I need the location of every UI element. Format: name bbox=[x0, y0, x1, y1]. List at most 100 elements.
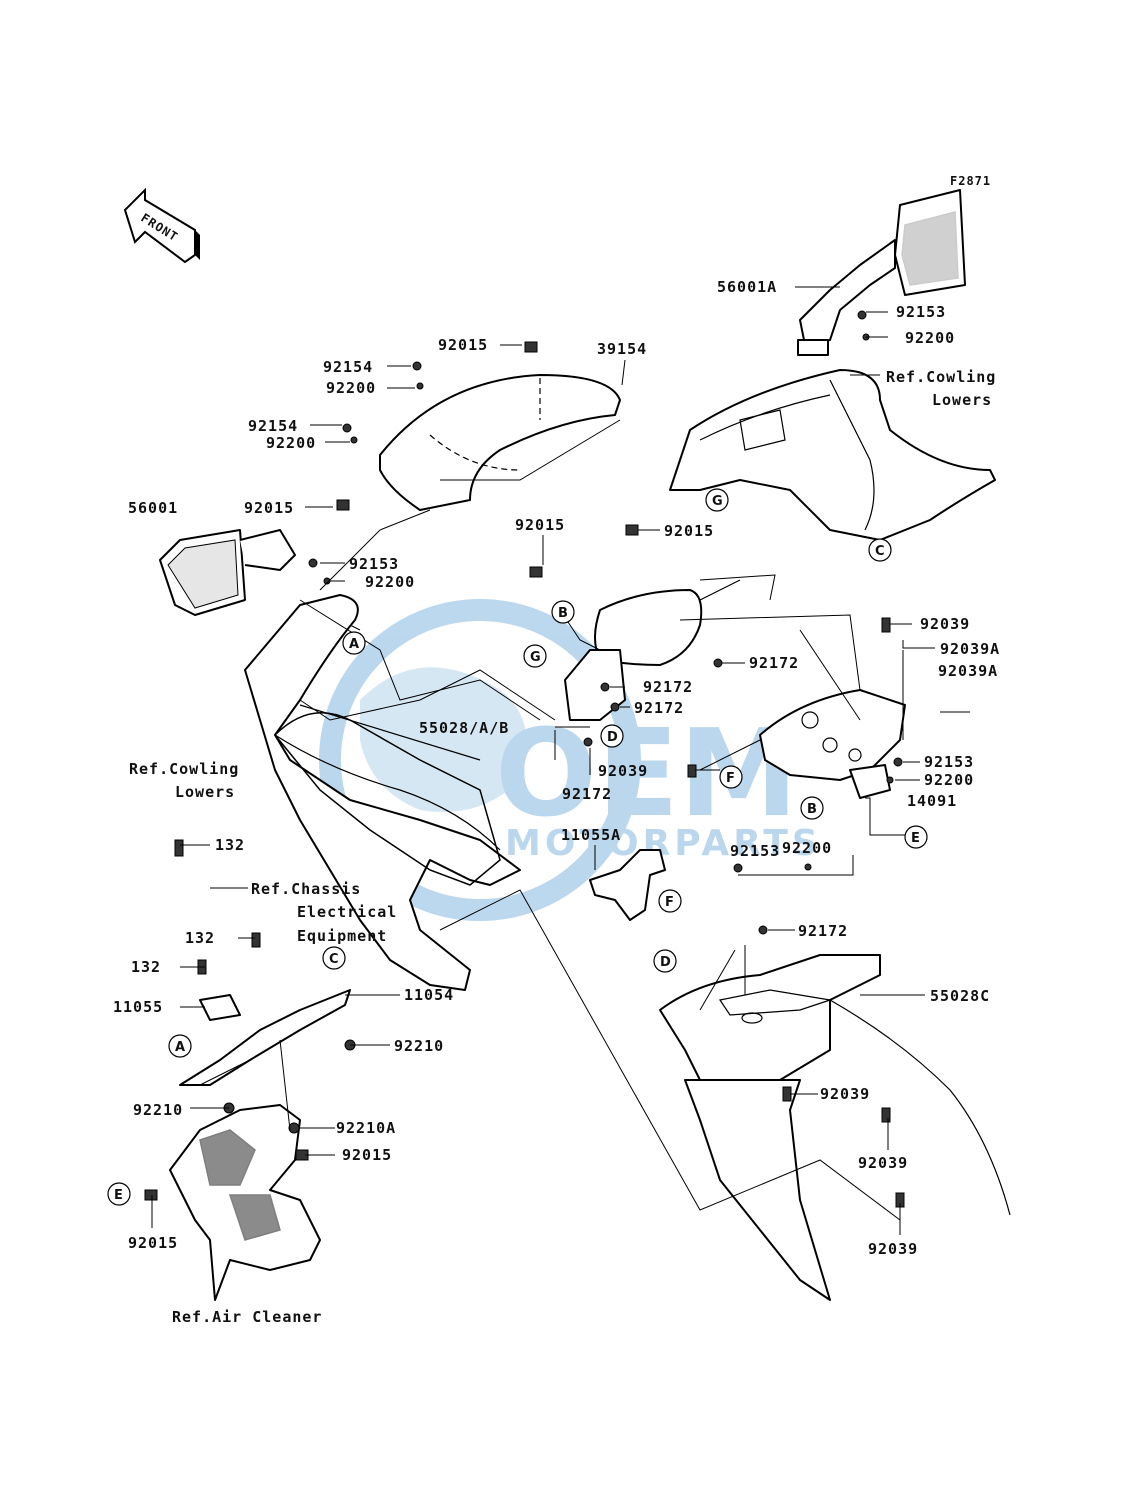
part-labels: 56001A 92153 92200 Ref.Cowling Lowers 39… bbox=[113, 278, 1000, 1326]
svg-text:C: C bbox=[329, 952, 339, 967]
inner-cowl-right bbox=[759, 689, 906, 799]
label-92154: 92154 bbox=[323, 358, 373, 376]
grommet-icon bbox=[144, 1189, 158, 1201]
callout-e-right: E bbox=[904, 825, 928, 849]
callout-a-lower: A bbox=[168, 1034, 192, 1058]
label-ref-chassis-1: Ref.Chassis bbox=[251, 880, 361, 898]
label-92210: 92210 bbox=[133, 1101, 183, 1119]
label-92172: 92172 bbox=[798, 922, 848, 940]
label-92153: 92153 bbox=[896, 303, 946, 321]
leader-lines bbox=[151, 286, 970, 1235]
screw-icon bbox=[758, 925, 768, 935]
label-ref-air-cleaner: Ref.Air Cleaner bbox=[172, 1308, 322, 1326]
label-92154: 92154 bbox=[248, 417, 298, 435]
label-55028c: 55028C bbox=[930, 987, 990, 1005]
grommet-icon bbox=[336, 499, 350, 511]
callout-a-mid: A bbox=[342, 631, 366, 655]
cowling-left-panel bbox=[244, 594, 521, 991]
label-92210: 92210 bbox=[394, 1037, 444, 1055]
label-55028-a-b: 55028/A/B bbox=[419, 719, 509, 737]
nut-icon bbox=[288, 1122, 300, 1134]
bolt-icon bbox=[308, 558, 318, 568]
bolt-icon bbox=[893, 757, 903, 767]
label-92200: 92200 bbox=[365, 573, 415, 591]
air-duct-11054 bbox=[179, 989, 351, 1086]
label-92039a: 92039A bbox=[940, 640, 1000, 658]
fastener-icon bbox=[881, 617, 891, 633]
bracket-11055a bbox=[589, 849, 666, 921]
label-ref-cowling-lowers-left-1: Ref.Cowling bbox=[129, 760, 239, 778]
callout-g-mid: G bbox=[523, 644, 547, 668]
label-132: 132 bbox=[215, 836, 245, 854]
callout-e-lower: E bbox=[107, 1182, 131, 1206]
fastener-icon bbox=[782, 1086, 792, 1102]
callout-f-lower: F bbox=[658, 889, 682, 913]
svg-text:B: B bbox=[558, 606, 568, 621]
fastener-icon bbox=[687, 764, 697, 778]
label-92015: 92015 bbox=[342, 1146, 392, 1164]
svg-text:A: A bbox=[349, 637, 359, 652]
label-11055: 11055 bbox=[113, 998, 163, 1016]
washer-icon bbox=[416, 382, 424, 390]
callouts: G C A B G D F B E F C D A E bbox=[107, 488, 928, 1206]
figure-code: F2871 bbox=[950, 174, 991, 188]
label-92200: 92200 bbox=[266, 434, 316, 452]
grommet-icon bbox=[524, 341, 538, 353]
label-92172: 92172 bbox=[749, 654, 799, 672]
washer-icon bbox=[804, 863, 812, 871]
label-92015: 92015 bbox=[515, 516, 565, 534]
air-cleaner-housing bbox=[169, 1104, 321, 1301]
callout-b-mid: B bbox=[551, 600, 575, 624]
fastener-icon bbox=[881, 1107, 891, 1123]
callout-g-top: G bbox=[705, 488, 729, 512]
watermark-globe bbox=[360, 667, 527, 812]
label-ref-chassis-3: Equipment bbox=[297, 927, 387, 945]
inner-cowl-55028c bbox=[659, 954, 1011, 1301]
windshield-39154 bbox=[379, 374, 621, 511]
label-ref-cowling-lowers-top-2: Lowers bbox=[932, 391, 992, 409]
screw-icon bbox=[583, 737, 593, 747]
label-92200: 92200 bbox=[782, 839, 832, 857]
label-92015: 92015 bbox=[438, 336, 488, 354]
front-arrow-icon: FRONT bbox=[123, 187, 200, 264]
label-92153: 92153 bbox=[924, 753, 974, 771]
bolt-icon bbox=[412, 361, 422, 371]
label-92153: 92153 bbox=[349, 555, 399, 573]
screw-icon bbox=[174, 839, 184, 857]
callout-b-right: B bbox=[800, 796, 824, 820]
screw-icon bbox=[251, 932, 261, 948]
label-56001a: 56001A bbox=[717, 278, 777, 296]
grommet-icon bbox=[625, 524, 639, 536]
callout-c-lower: C bbox=[322, 946, 346, 970]
svg-text:D: D bbox=[660, 955, 671, 970]
label-ref-chassis-2: Electrical bbox=[297, 903, 397, 921]
label-92039: 92039 bbox=[820, 1085, 870, 1103]
bolt-icon bbox=[857, 310, 867, 320]
svg-text:G: G bbox=[712, 494, 723, 509]
callout-d-mid: D bbox=[600, 724, 624, 748]
svg-text:F: F bbox=[665, 895, 674, 910]
svg-text:G: G bbox=[530, 650, 541, 665]
grommet-icon bbox=[529, 566, 543, 578]
svg-text:D: D bbox=[607, 730, 618, 745]
callout-d-lower: D bbox=[653, 949, 677, 973]
label-92039a: 92039A bbox=[938, 662, 998, 680]
svg-text:E: E bbox=[114, 1188, 123, 1203]
label-92039: 92039 bbox=[868, 1240, 918, 1258]
meter-cover-center bbox=[564, 579, 741, 721]
screw-icon bbox=[600, 682, 610, 692]
hardware-items bbox=[144, 310, 905, 1208]
svg-text:A: A bbox=[175, 1040, 185, 1055]
label-92039: 92039 bbox=[920, 615, 970, 633]
svg-text:C: C bbox=[875, 544, 885, 559]
inner-cowling-panel bbox=[273, 712, 501, 886]
label-92210a: 92210A bbox=[336, 1119, 396, 1137]
label-92200: 92200 bbox=[924, 771, 974, 789]
svg-text:B: B bbox=[807, 802, 817, 817]
label-14091: 14091 bbox=[907, 792, 957, 810]
label-ref-cowling-lowers-left-2: Lowers bbox=[175, 783, 235, 801]
label-92015: 92015 bbox=[128, 1234, 178, 1252]
cowling-upper-right bbox=[669, 369, 996, 541]
label-92172: 92172 bbox=[643, 678, 693, 696]
label-92200: 92200 bbox=[326, 379, 376, 397]
